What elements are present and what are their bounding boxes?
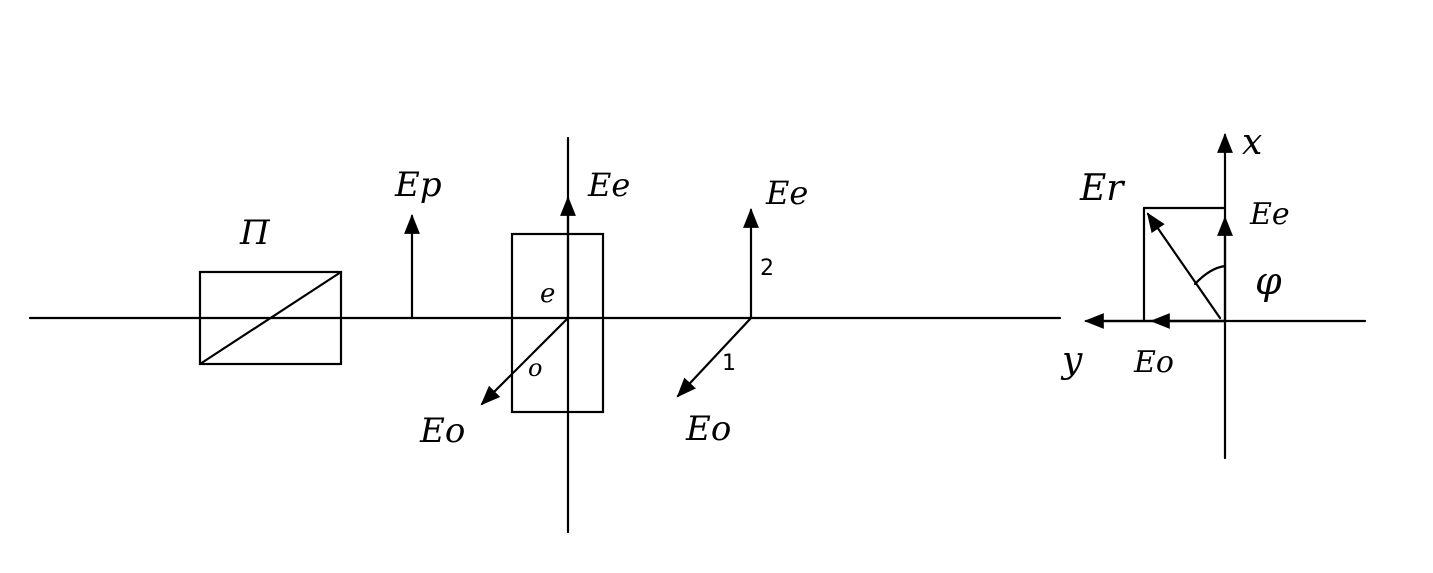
crystal-plate: [510, 232, 605, 414]
er-vector: [1146, 212, 1222, 320]
y-axis-label: y: [1060, 340, 1083, 381]
phi-arc: [1193, 264, 1227, 286]
polarizer-label: П: [239, 213, 271, 253]
num2-label: 2: [760, 256, 774, 281]
phi-label: φ: [1255, 259, 1282, 303]
er-label: Er: [1079, 168, 1125, 209]
ee-crystal-label: Ee: [587, 166, 630, 204]
eo-crystal-label: Eo: [419, 411, 465, 451]
polarizer-box: [198, 270, 343, 366]
eo-out-vector: [676, 316, 753, 398]
x-axis-label: x: [1242, 122, 1262, 163]
eo-out-label: Eo: [685, 409, 731, 449]
eo-crystal-vector: [480, 316, 570, 406]
ee-vector-label: Ee: [1249, 197, 1290, 232]
polarizer-diagonal: [198, 270, 343, 366]
ee-out-label: Ee: [765, 174, 808, 212]
num1-label: 1: [722, 351, 736, 376]
eo-vector-label: Eo: [1133, 345, 1174, 380]
e-mark-label: e: [540, 279, 555, 309]
ep-label: Ep: [394, 165, 442, 205]
o-mark-label: o: [528, 354, 542, 382]
